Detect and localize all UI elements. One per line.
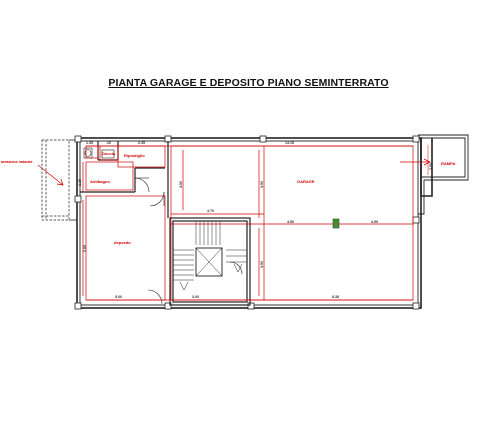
light-well — [41, 139, 70, 221]
room-label-antibagno: Antibagno — [90, 179, 110, 184]
dim-label: 14.15 — [285, 141, 294, 145]
dim-label: 1.35 — [86, 141, 93, 145]
room-label-rampa: RAMPA — [441, 161, 455, 166]
stairs — [173, 221, 247, 291]
dim-label: 4.70 — [207, 209, 214, 213]
light-well-frame — [69, 139, 77, 221]
garage-fixture-icon — [332, 218, 340, 229]
exterior-walls-inner — [79, 134, 469, 306]
room-label-garage: GARAGE — [297, 179, 315, 184]
dim-label: 3.00 — [192, 295, 199, 299]
dim-label: 3.50 — [429, 163, 433, 170]
dim-label: 1.15 — [78, 179, 82, 186]
dim-label: 4.50 — [287, 220, 294, 224]
room-label-doccia: Doccia — [102, 151, 116, 156]
dim-label: 2.35 — [138, 141, 145, 145]
room-label-ripostiglio: Ripostiglio — [124, 153, 145, 158]
dim-label: 6.85 — [83, 245, 87, 252]
dimension-lines — [37, 145, 431, 301]
exterior-walls — [76, 137, 433, 309]
pillars — [74, 135, 420, 310]
plan-title: PIANTA GARAGE E DEPOSITO PIANO SEMINTERR… — [108, 77, 389, 89]
dim-label: 4.50 — [179, 181, 183, 188]
room-label-deposito: deposito — [114, 240, 131, 245]
dim-label: .10 — [106, 141, 111, 145]
doors — [134, 177, 243, 305]
dim-label: 8.38 — [332, 295, 339, 299]
dim-label: 5.00 — [115, 295, 122, 299]
annotation-ventilation: areazione naturale — [1, 160, 33, 164]
dim-label: 4.50 — [260, 181, 264, 188]
dim-label: 4.50 — [260, 261, 264, 268]
dim-label: 4.50 — [371, 220, 378, 224]
